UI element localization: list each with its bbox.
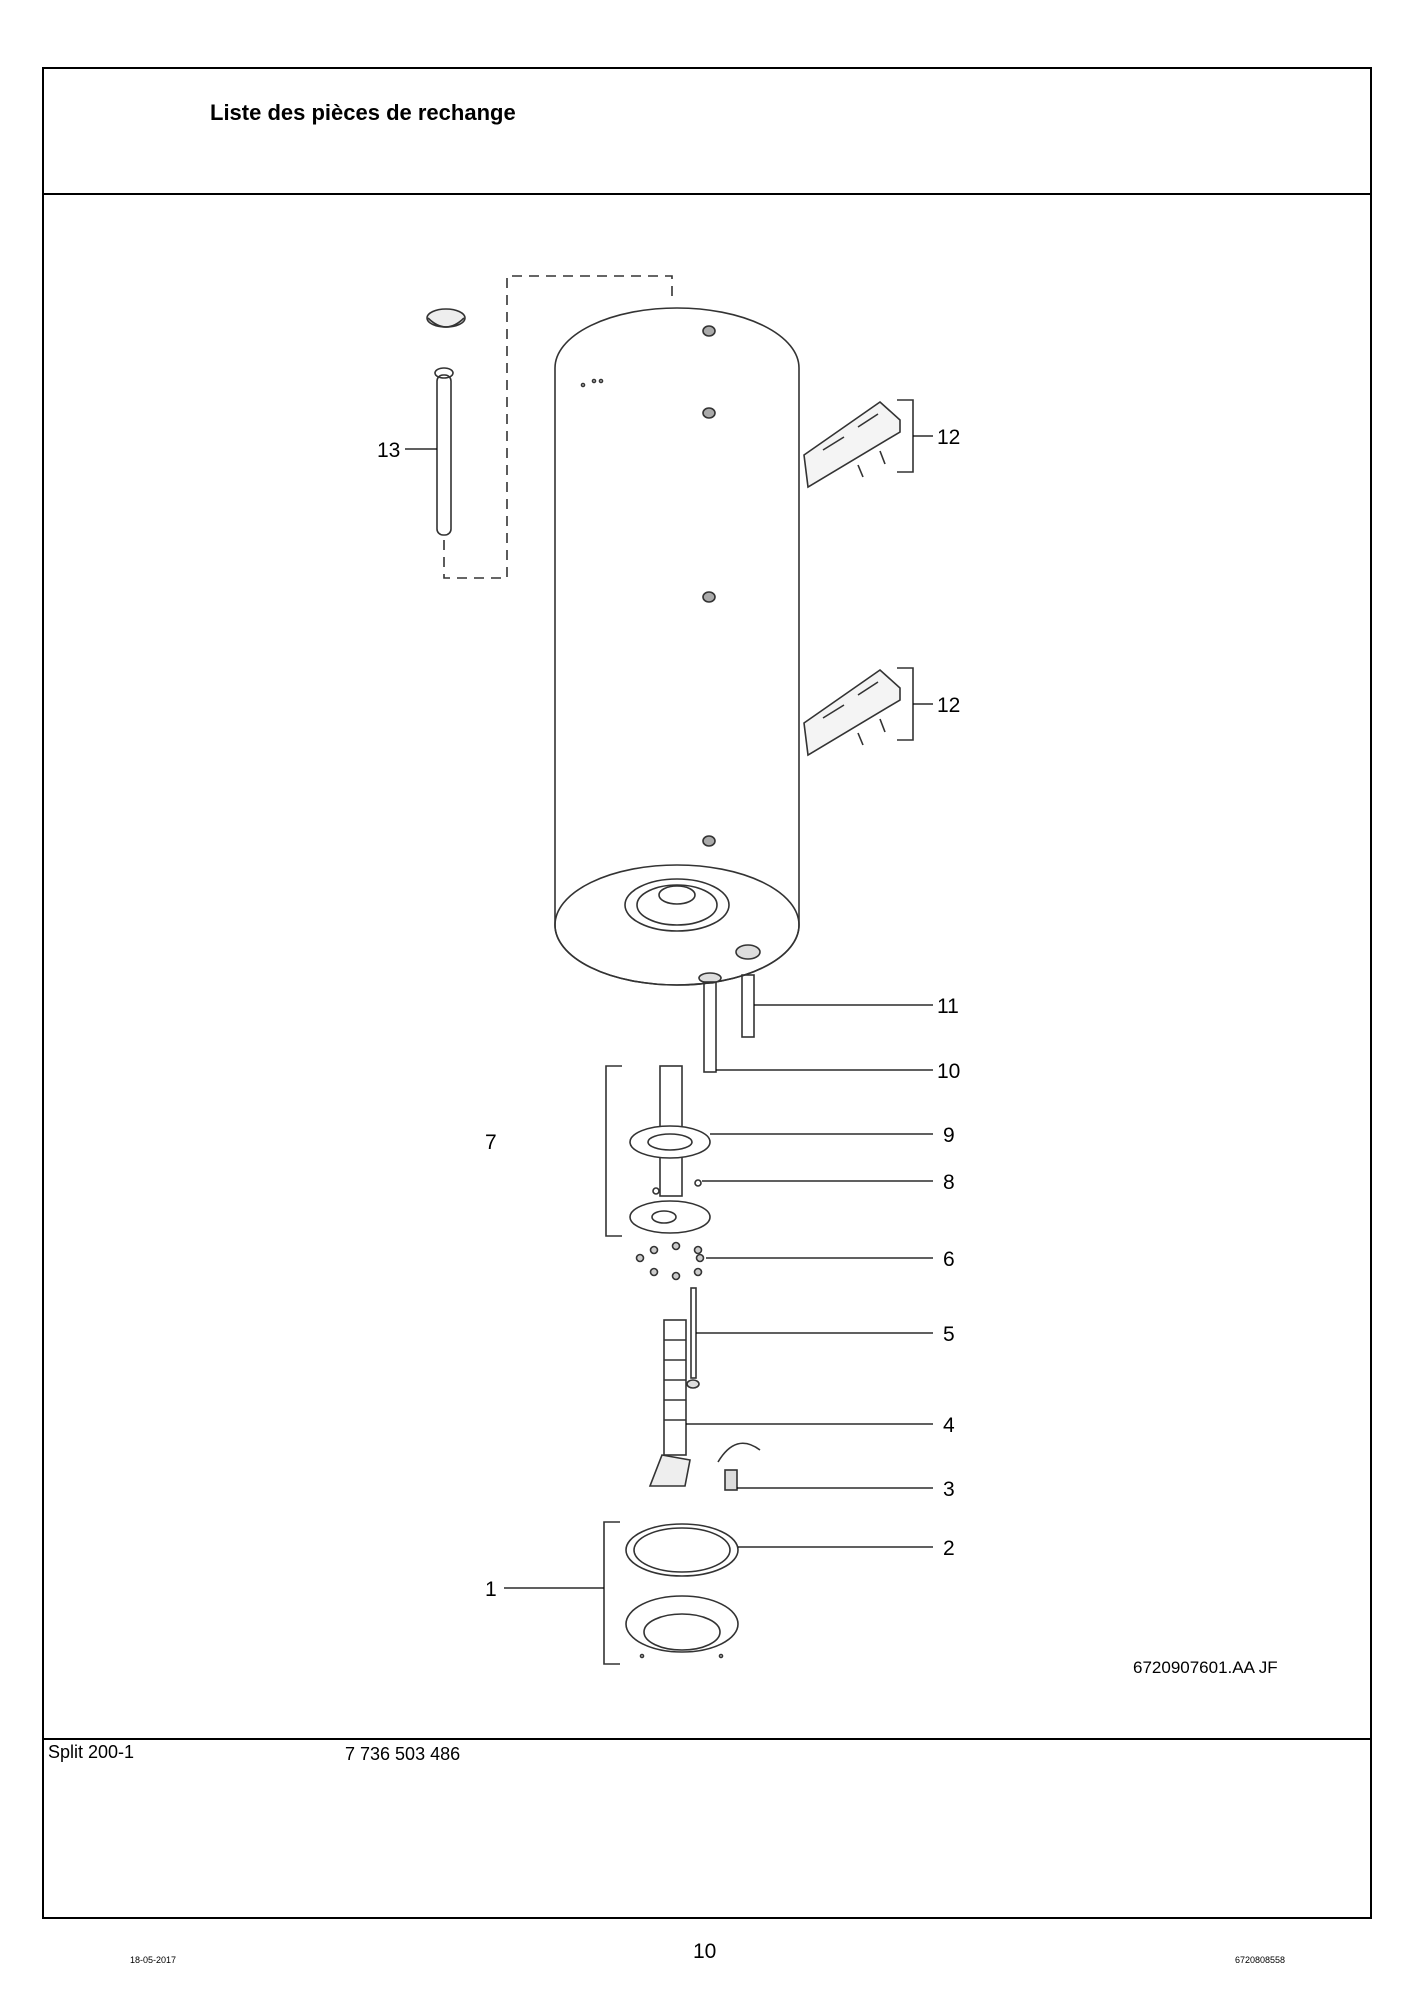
callout-12-upper: 12 xyxy=(937,426,960,449)
page-frame xyxy=(42,67,1372,1919)
heating-components xyxy=(648,1287,761,1491)
product-name: Split 200-1 xyxy=(48,1742,135,1762)
wall-bracket-upper xyxy=(803,399,914,489)
wall-bracket-lower xyxy=(803,667,914,757)
callout-7: 7 xyxy=(485,1131,497,1154)
anode-assembly xyxy=(426,275,673,579)
page-number: 10 xyxy=(693,1940,717,1963)
callout-5: 5 xyxy=(943,1323,955,1346)
callout-4: 4 xyxy=(943,1414,955,1437)
callout-2: 2 xyxy=(943,1537,955,1560)
outlet-pipes xyxy=(698,972,755,1073)
callout-6: 6 xyxy=(943,1248,955,1271)
document-id: 6720808558 xyxy=(1235,1955,1286,1965)
header-divider xyxy=(42,193,1372,195)
callout-3: 3 xyxy=(943,1478,955,1501)
leader-lines xyxy=(405,435,933,1589)
drawing-code: 6720907601.AA JF xyxy=(1133,1658,1278,1677)
callout-13: 13 xyxy=(377,439,400,462)
print-date: 18-05-2017 xyxy=(130,1955,177,1965)
flange-assembly xyxy=(605,1065,711,1237)
callout-1: 1 xyxy=(485,1578,497,1601)
bolt-set xyxy=(635,1241,705,1281)
cover-assembly xyxy=(603,1521,739,1665)
callout-8: 8 xyxy=(943,1171,955,1194)
callout-9: 9 xyxy=(943,1124,955,1147)
callout-12-lower: 12 xyxy=(937,694,960,717)
footer-divider xyxy=(42,1738,1372,1740)
callout-11: 11 xyxy=(937,995,959,1018)
callout-10: 10 xyxy=(937,1060,960,1083)
exploded-parts-diagram: 13 12 12 11 10 9 8 7 6 5 4 3 2 1 xyxy=(377,275,960,1665)
part-number: 7 736 503 486 xyxy=(345,1744,461,1764)
page-title: Liste des pièces de rechange xyxy=(210,100,516,125)
storage-tank xyxy=(554,307,800,986)
